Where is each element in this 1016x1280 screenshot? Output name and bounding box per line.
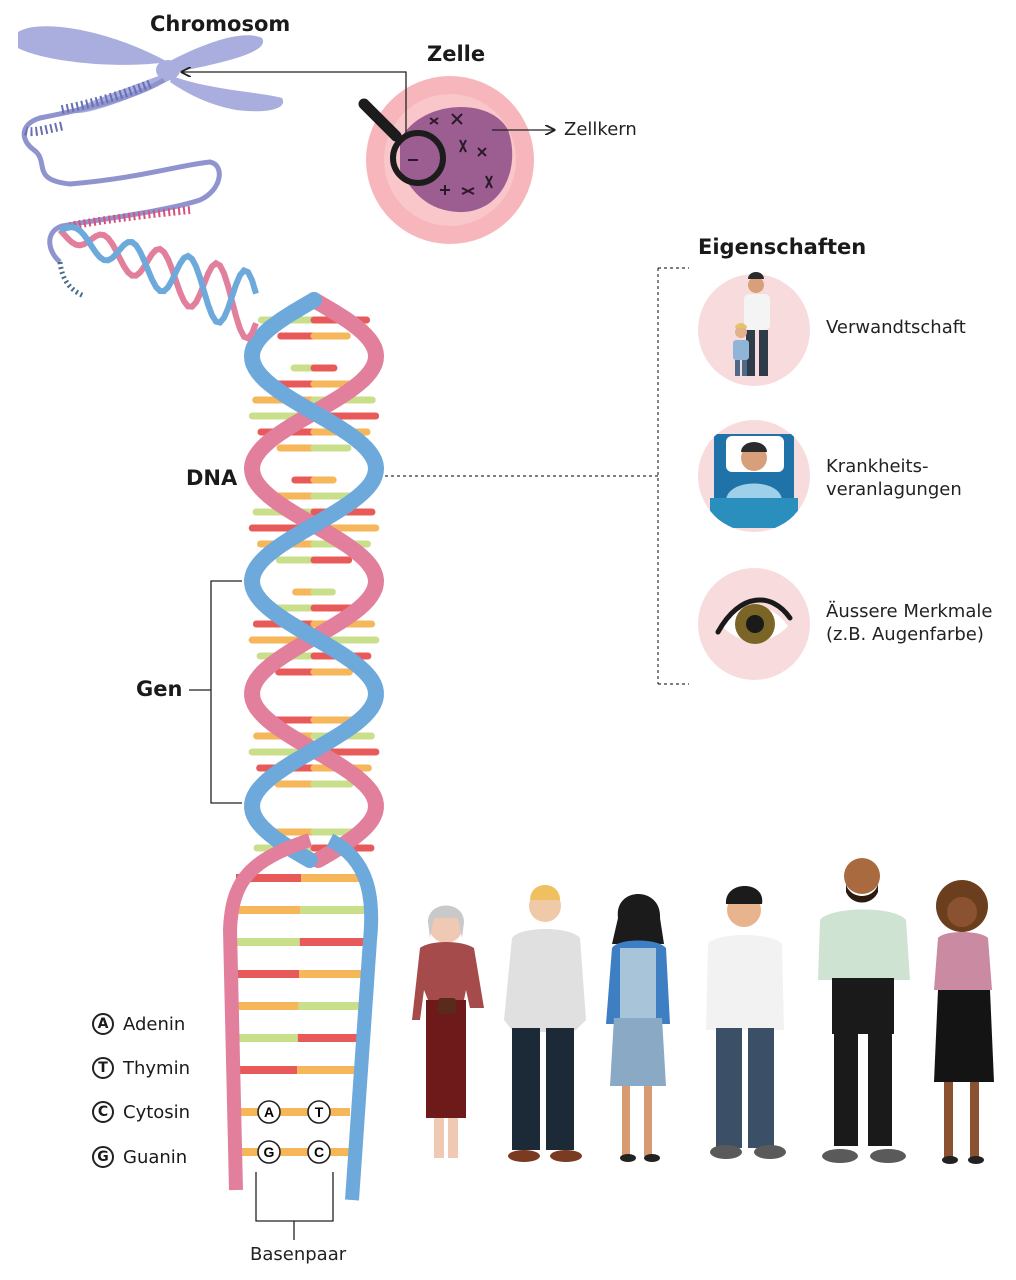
chromosome-shape	[18, 26, 284, 114]
base-name: Guanin	[123, 1146, 188, 1168]
legend-item-adenine: A Adenin	[92, 1013, 185, 1035]
base-name: Adenin	[123, 1013, 186, 1035]
person-blond-man	[504, 885, 586, 1162]
person-woman-curly	[934, 880, 994, 1164]
cell	[358, 76, 534, 244]
person-man-white-shirt	[706, 886, 786, 1159]
dna-strand	[59, 224, 259, 326]
base-name: Thymin	[123, 1057, 190, 1079]
dna-strand	[243, 292, 385, 868]
base-name: Cytosin	[123, 1101, 191, 1123]
chromosome-label: Chromosom	[150, 12, 291, 36]
base-pair-marker: A T G C	[257, 1100, 331, 1164]
trait-disease-icon	[698, 420, 810, 532]
trait-disease-label: Krankheits- veranlagungen	[826, 456, 962, 500]
dna-connector	[385, 267, 689, 685]
person-woman-jacket	[606, 894, 670, 1162]
base-letter-circle: A	[92, 1013, 114, 1035]
base-letter-circle: T	[92, 1057, 114, 1079]
base-letter-circle: C	[92, 1101, 114, 1123]
dna-strand	[243, 292, 385, 868]
base-pair-label: Basenpaar	[250, 1244, 347, 1265]
svg-text:A: A	[264, 1104, 274, 1120]
trait-eye-icon	[698, 568, 810, 680]
trait-kinship-label: Verwandtschaft	[826, 317, 966, 338]
traits-title: Eigenschaften	[698, 235, 867, 259]
dna-label: DNA	[186, 466, 238, 490]
legend-item-cytosine: C Cytosin	[92, 1101, 190, 1123]
nucleus-label: Zellkern	[564, 119, 637, 140]
person-bald-man	[818, 858, 910, 1163]
svg-text:G: G	[264, 1144, 275, 1160]
base-pair-bracket	[255, 1172, 334, 1240]
cell-label: Zelle	[427, 42, 486, 66]
dna-strand	[326, 833, 379, 1201]
person-elderly-woman	[412, 905, 484, 1158]
legend-item-guanine: G Guanin	[92, 1146, 187, 1168]
dna-strand	[57, 227, 259, 342]
gene-bracket	[189, 580, 242, 804]
gene-label: Gen	[136, 677, 183, 701]
svg-text:T: T	[315, 1104, 324, 1120]
trait-appearance-label: Äussere Merkmale (z.B. Augenfarbe)	[826, 601, 993, 645]
dna-strand	[222, 833, 313, 1191]
legend-item-thymine: T Thymin	[92, 1057, 190, 1079]
chromatin-thread	[21, 77, 222, 299]
dna-helix	[57, 224, 385, 1201]
trait-kinship-icon	[698, 272, 810, 386]
base-letter-circle: G	[92, 1146, 114, 1168]
zoom-arrow	[182, 72, 407, 134]
svg-text:C: C	[314, 1144, 324, 1160]
